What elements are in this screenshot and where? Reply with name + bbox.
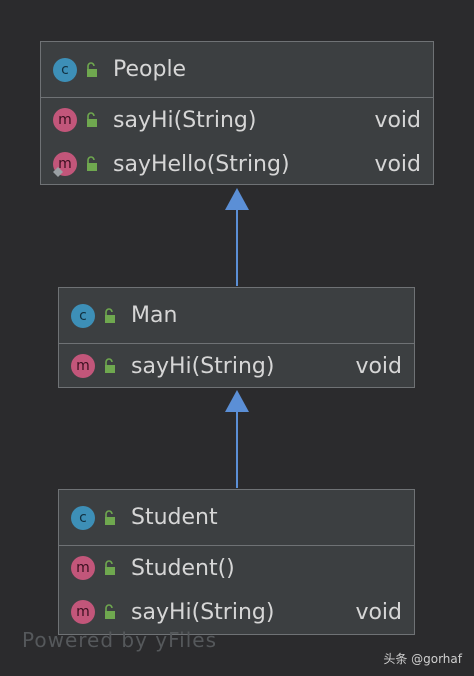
class-header: c People [41,42,433,98]
public-lock-icon [87,112,97,127]
yfiles-watermark: Powered by yFiles [22,628,217,652]
method-name: sayHello(String) [113,151,290,177]
class-icon: c [71,303,95,328]
class-icon: c [53,57,77,82]
method-row[interactable]: m sayHello(String) void [41,142,433,186]
class-name: Student [131,505,218,530]
method-icon: m [53,108,77,132]
method-row[interactable]: m sayHi(String) void [59,344,414,388]
method-row[interactable]: m sayHi(String) void [41,98,433,142]
public-lock-icon [105,358,115,373]
method-name: sayHi(String) [131,599,275,625]
method-row[interactable]: m sayHi(String) void [59,590,414,634]
class-icon: c [71,505,95,530]
class-name: People [113,57,187,82]
public-lock-icon [87,156,97,171]
arrow-man-to-people [225,188,249,286]
class-name: Man [131,303,178,328]
override-marker-icon [53,167,63,177]
constructor-name: Student() [131,555,235,581]
public-lock-icon [105,307,115,323]
method-icon: m [71,556,95,580]
class-people[interactable]: c People m sayHi(String) void m sayHello… [40,41,434,185]
class-header: c Student [59,490,414,546]
method-return-type: void [355,599,402,625]
public-lock-icon [105,604,115,619]
public-lock-icon [105,509,115,525]
method-return-type: void [374,107,421,133]
method-name: sayHi(String) [131,353,275,379]
class-header: c Man [59,288,414,344]
arrow-student-to-man [225,390,249,488]
method-name: sayHi(String) [113,107,257,133]
constructor-row[interactable]: m Student() [59,546,414,590]
class-man[interactable]: c Man m sayHi(String) void [58,287,415,388]
public-lock-icon [105,560,115,575]
method-icon: m [71,354,95,378]
method-icon: m [71,600,95,624]
method-return-type: void [374,151,421,177]
source-credit: 头条 @gorhaf [383,652,462,666]
class-student[interactable]: c Student m Student() m sayHi(String) vo… [58,489,415,635]
public-lock-icon [87,61,97,77]
method-return-type: void [355,353,402,379]
